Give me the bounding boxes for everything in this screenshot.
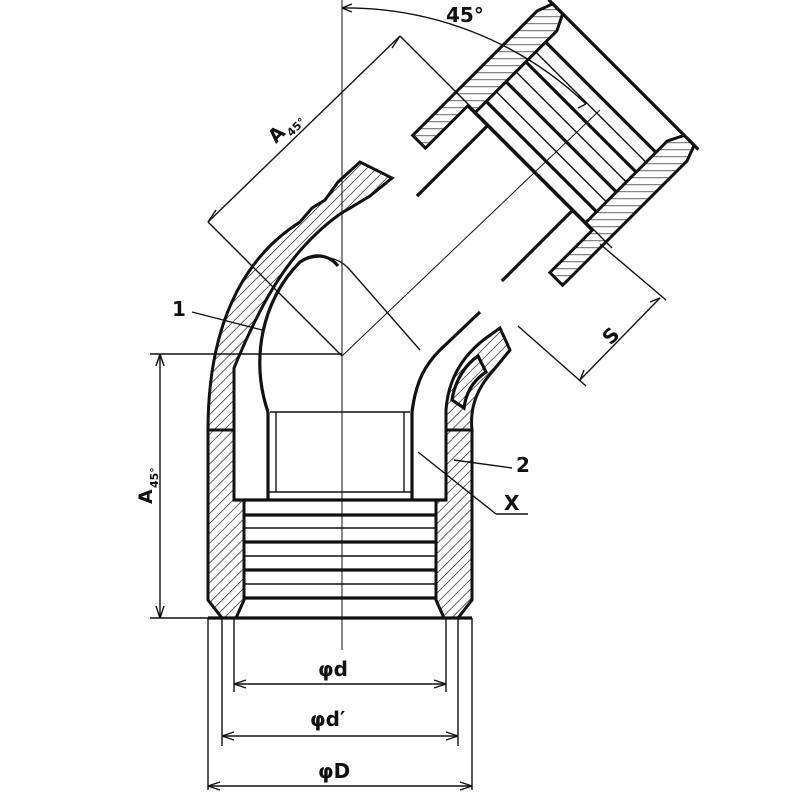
part1-label: 1 bbox=[172, 297, 186, 321]
x-label: X bbox=[504, 491, 520, 515]
upper-left-wall-section bbox=[410, 2, 565, 151]
part2-label: 2 bbox=[516, 453, 530, 477]
s-dimension: S bbox=[517, 243, 667, 387]
angled-centerline bbox=[341, 109, 601, 357]
lower-right-wall-section bbox=[434, 428, 474, 620]
diameter-dimensions: φd φd′ φD bbox=[207, 618, 473, 791]
s-label: S bbox=[597, 322, 624, 349]
part-callouts: 1 2 X bbox=[172, 297, 530, 515]
a45-upper-label: A bbox=[264, 122, 290, 148]
lower-thread-lines bbox=[244, 513, 436, 600]
phi-d-prime-label: φd′ bbox=[310, 707, 345, 731]
a45-left-label: A bbox=[135, 489, 157, 504]
phi-d-label: φd bbox=[318, 657, 348, 681]
outer-curved-wall bbox=[206, 160, 395, 432]
phi-D-label: φD bbox=[318, 759, 350, 783]
upper-thread-lines bbox=[485, 40, 658, 213]
elbow-body bbox=[206, 160, 512, 432]
upper-leg bbox=[410, 0, 700, 288]
angle-dimension: 45° bbox=[341, 3, 587, 109]
lower-left-wall-section bbox=[206, 428, 246, 620]
a45-left-dimension: A 45° bbox=[135, 353, 342, 619]
lower-leg bbox=[206, 412, 474, 620]
a45-left-sub: 45° bbox=[148, 467, 161, 488]
angle-label: 45° bbox=[446, 3, 484, 27]
